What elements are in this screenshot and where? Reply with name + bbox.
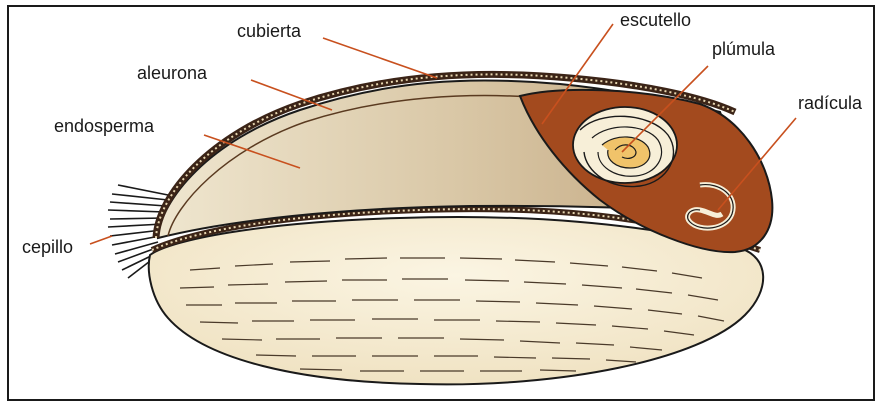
label-escutello: escutello bbox=[620, 11, 691, 29]
leader-cubierta bbox=[323, 38, 437, 78]
starch-body bbox=[149, 217, 763, 384]
label-plumula: plúmula bbox=[712, 40, 775, 58]
label-aleurona: aleurona bbox=[137, 64, 207, 82]
label-endosperma: endosperma bbox=[54, 117, 154, 135]
label-cubierta: cubierta bbox=[237, 22, 301, 40]
label-radicula: radícula bbox=[798, 94, 862, 112]
leader-cepillo bbox=[90, 236, 112, 244]
label-cepillo: cepillo bbox=[22, 238, 73, 256]
